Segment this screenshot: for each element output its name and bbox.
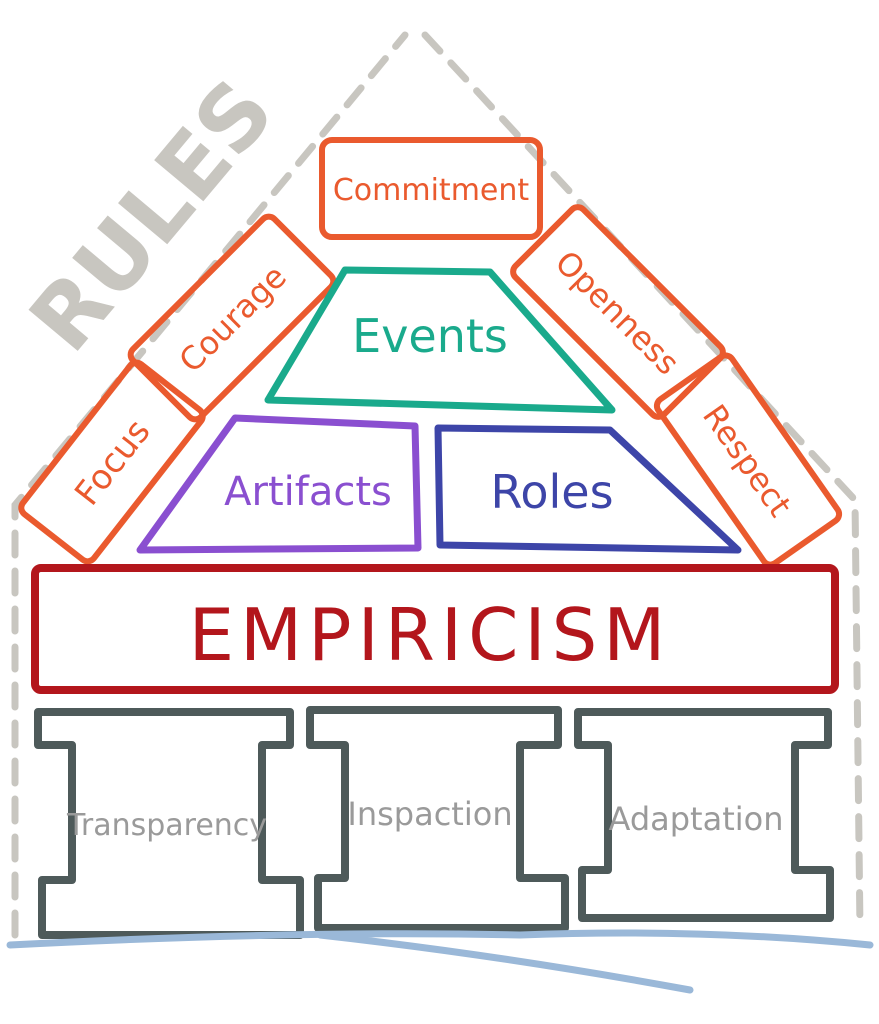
empiricism-label: EMPIRICISM (189, 593, 672, 677)
house-outline (11, 31, 864, 939)
commitment-label: Commitment (333, 173, 530, 208)
artifacts-label: Artifacts (224, 469, 392, 515)
artifacts-block: Artifacts (136, 414, 422, 554)
value-focus: Focus (18, 359, 206, 565)
roles-label: Roles (490, 465, 613, 519)
value-openness: Openness (510, 204, 726, 420)
pillar-label: Adaptation (608, 800, 783, 838)
pillar-label: Transparency (66, 808, 267, 843)
courage-label: Courage (172, 258, 294, 380)
ground-line (6, 929, 874, 994)
events-block: Events (264, 266, 616, 414)
events-label: Events (352, 309, 508, 363)
empiricism-block: EMPIRICISM (31, 564, 839, 694)
respect-label: Respect (695, 398, 799, 524)
pillar-adaptation (574, 708, 834, 922)
pillar-label: Inspaction (347, 795, 512, 833)
value-commitment: Commitment (319, 137, 543, 240)
pillar-inspaction (306, 706, 569, 932)
roles-block: Roles (434, 424, 742, 554)
